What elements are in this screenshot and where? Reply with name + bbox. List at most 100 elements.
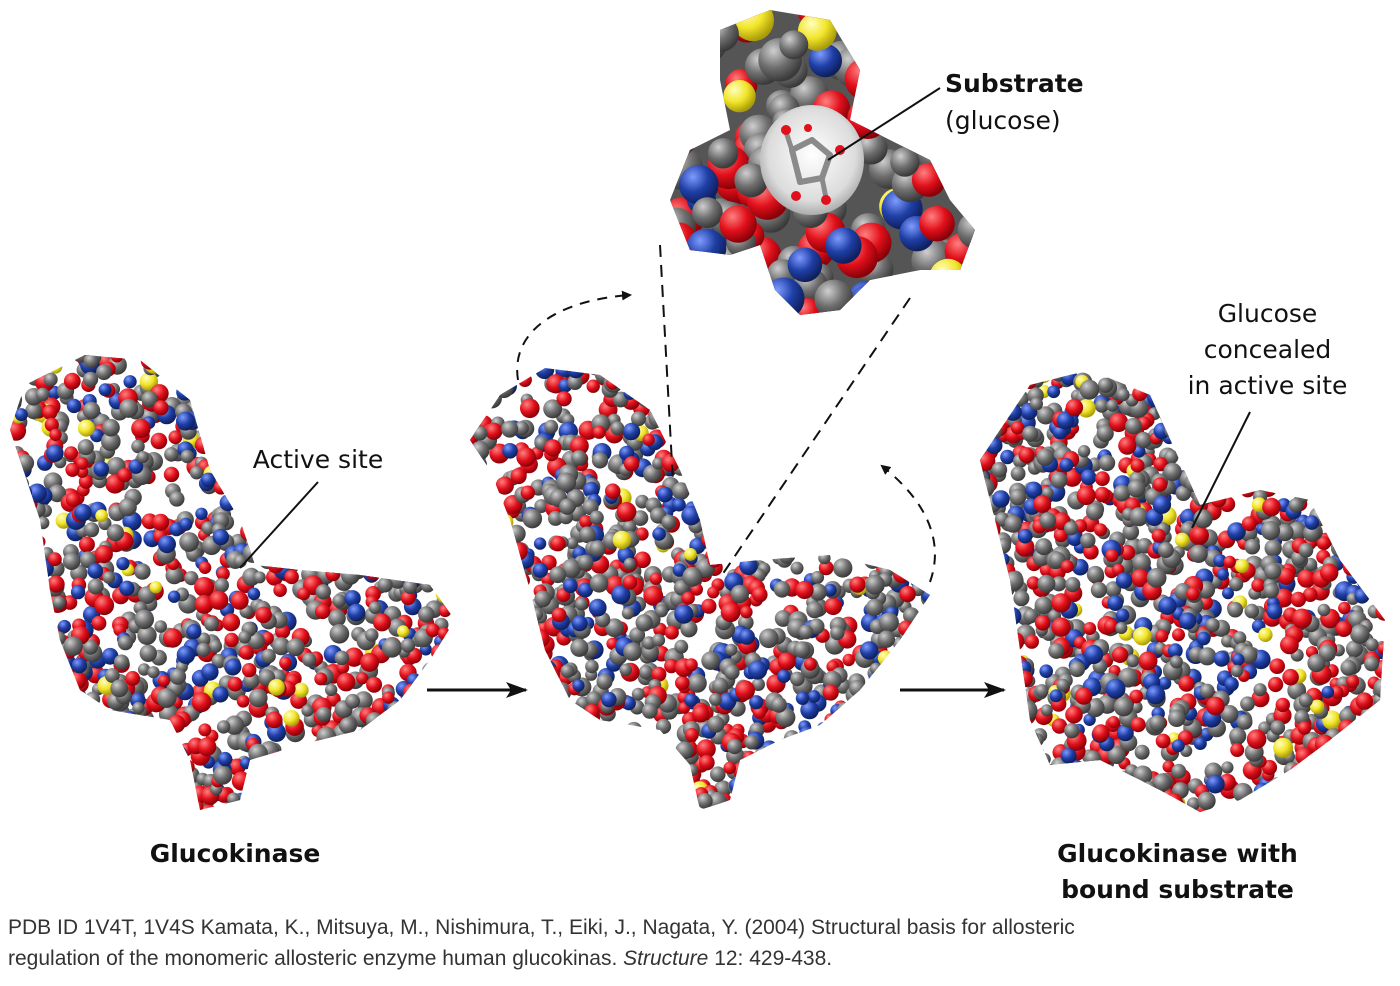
- atom: [221, 800, 242, 810]
- atom: [1156, 800, 1172, 812]
- atom: [684, 728, 699, 742]
- atom: [470, 780, 476, 794]
- atom: [743, 491, 758, 505]
- atom: [525, 701, 544, 721]
- atom: [815, 726, 829, 740]
- atom: [208, 639, 223, 653]
- atom: [514, 765, 528, 780]
- atom: [1253, 782, 1272, 801]
- atom: [81, 775, 99, 792]
- atom: [470, 763, 491, 784]
- atom: [1373, 763, 1385, 777]
- atom: [91, 615, 107, 631]
- atom: [1047, 385, 1061, 399]
- atom: [1322, 710, 1342, 730]
- atom: [712, 677, 729, 694]
- atom: [494, 732, 510, 748]
- atom: [895, 527, 909, 542]
- atom: [10, 632, 27, 652]
- atom: [110, 786, 130, 806]
- atom: [1132, 385, 1148, 402]
- atom: [320, 536, 334, 550]
- atom: [1060, 747, 1077, 764]
- atom: [482, 538, 503, 558]
- atom: [152, 805, 171, 810]
- atom: [501, 420, 519, 438]
- atom: [123, 736, 137, 750]
- atom: [226, 460, 246, 480]
- atom: [544, 419, 559, 434]
- atom: [614, 758, 632, 776]
- atom: [84, 691, 101, 707]
- atom: [759, 458, 777, 477]
- atom: [354, 728, 375, 749]
- atom: [1225, 461, 1240, 475]
- atom: [988, 370, 1005, 382]
- atom: [211, 653, 226, 669]
- atom: [433, 765, 448, 780]
- atom: [78, 474, 94, 489]
- atom: [1155, 402, 1172, 419]
- atom: [141, 718, 155, 732]
- atom: [898, 419, 917, 437]
- atom: [1039, 664, 1053, 678]
- atom: [768, 458, 786, 476]
- atom: [422, 370, 435, 383]
- atom: [1364, 764, 1378, 778]
- atom: [362, 777, 375, 790]
- atom: [1178, 675, 1195, 692]
- atom: [177, 805, 195, 810]
- atom: [591, 452, 609, 469]
- atom: [414, 483, 435, 503]
- atom: [1058, 800, 1078, 812]
- atom: [914, 778, 929, 793]
- atom: [1230, 664, 1244, 678]
- atom: [632, 510, 649, 526]
- atom: [670, 120, 697, 157]
- atom: [806, 390, 819, 403]
- atom: [704, 368, 718, 377]
- atom: [542, 755, 557, 771]
- atom: [1332, 441, 1352, 460]
- atom: [842, 520, 861, 540]
- atom: [1342, 796, 1361, 812]
- atom: [325, 558, 341, 574]
- atom: [342, 556, 359, 574]
- atom: [53, 696, 70, 713]
- atom: [980, 664, 985, 681]
- atom: [827, 492, 841, 506]
- atom: [1106, 399, 1119, 412]
- atom: [751, 677, 766, 692]
- atom: [1297, 569, 1316, 588]
- atom: [545, 786, 561, 802]
- atom: [754, 427, 767, 440]
- atom: [440, 522, 455, 542]
- atom: [100, 710, 117, 727]
- atom: [224, 715, 245, 735]
- atom: [1092, 724, 1110, 742]
- atom: [997, 552, 1010, 566]
- atom: [62, 767, 83, 788]
- atom: [497, 613, 514, 630]
- atom: [981, 719, 1000, 737]
- domain-motion-arrow-right: [880, 464, 936, 583]
- atom: [860, 758, 880, 778]
- atom: [644, 756, 663, 774]
- atom: [46, 444, 64, 463]
- atom: [1293, 455, 1310, 472]
- atom: [431, 644, 448, 661]
- atom: [980, 511, 989, 523]
- atom: [1370, 724, 1385, 739]
- atom: [1196, 468, 1212, 484]
- atom: [44, 629, 60, 645]
- atom: [488, 742, 503, 758]
- atom: [980, 637, 999, 658]
- atom: [1164, 793, 1183, 812]
- atom: [1094, 399, 1109, 413]
- atom: [425, 668, 441, 683]
- atom: [292, 361, 312, 381]
- atom: [1346, 501, 1360, 514]
- atom: [1026, 576, 1041, 590]
- atom: [638, 665, 653, 680]
- atom: [227, 792, 241, 806]
